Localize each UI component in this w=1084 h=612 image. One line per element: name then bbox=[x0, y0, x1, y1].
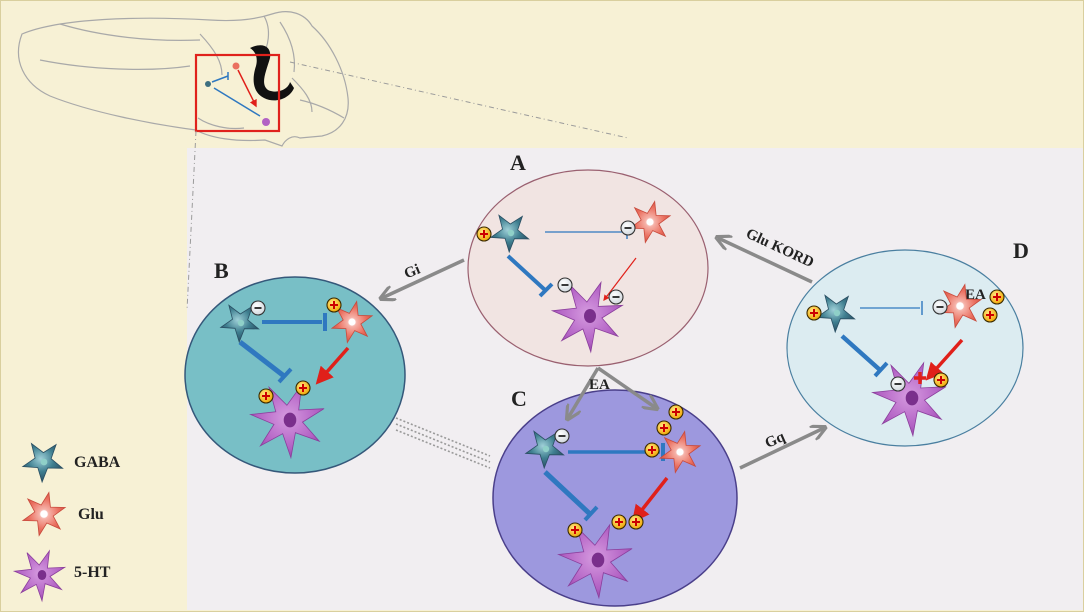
panel-a-gaba-neuron bbox=[489, 214, 530, 254]
panel-b-label: B bbox=[214, 258, 229, 283]
panel-d-5ht-plus-red bbox=[914, 372, 926, 384]
panel-c-glu-plus-1 bbox=[668, 404, 684, 420]
panel-c-5ht-plus-1 bbox=[567, 522, 583, 538]
panel-a-gaba-plus bbox=[476, 226, 492, 242]
panel-d-gaba-neuron bbox=[815, 294, 856, 334]
panel-d-5ht-minus bbox=[890, 376, 906, 392]
legend-glu-label: Glu bbox=[78, 506, 104, 523]
panel-b-glu-plus bbox=[326, 297, 342, 313]
highlight-box bbox=[194, 53, 281, 133]
panel-c-glu-plus-3 bbox=[644, 442, 660, 458]
arrow-a-to-c-label: EA bbox=[589, 377, 610, 393]
panel-b-gaba-minus bbox=[250, 300, 266, 316]
panel-c-label: C bbox=[511, 386, 527, 411]
b-c-connection bbox=[395, 417, 491, 469]
panel-c-5ht-plus-2 bbox=[611, 514, 627, 530]
panel-d-glu-plus-2 bbox=[982, 307, 998, 323]
legend-gaba-icon bbox=[21, 442, 64, 484]
arrow-c-to-d bbox=[739, 428, 824, 470]
panel-c-5ht-plus-3 bbox=[628, 514, 644, 530]
panel-a-label: A bbox=[510, 150, 526, 175]
panel-c-glu-plus-2 bbox=[656, 420, 672, 436]
panel-d-glu-plus-1 bbox=[989, 289, 1005, 305]
zoom-line-upper bbox=[289, 61, 629, 139]
arrow-a-to-c-right bbox=[597, 366, 656, 408]
panel-d-circuit bbox=[840, 301, 964, 381]
panel-d-5ht-neuron bbox=[871, 361, 947, 438]
legend-gaba-label: GABA bbox=[74, 454, 121, 471]
brain-sagittal-outline bbox=[17, 11, 349, 147]
panel-a-5ht-minus-2 bbox=[608, 289, 624, 305]
panel-c-gaba-neuron bbox=[524, 430, 565, 470]
panel-a-5ht-neuron bbox=[550, 280, 624, 354]
legend: GABA Glu 5-HT bbox=[74, 454, 121, 581]
panel-d-5ht-plus bbox=[933, 372, 949, 388]
panel-b-gaba-neuron bbox=[219, 304, 260, 344]
panel-b-glu-neuron bbox=[330, 300, 374, 344]
panel-d-label: D bbox=[1013, 238, 1029, 263]
panel-c-gaba-minus bbox=[554, 428, 570, 444]
panel-b-circle bbox=[184, 276, 406, 474]
panel-b-5ht-plus-2 bbox=[295, 380, 311, 396]
arrow-a-to-b-label: Gi bbox=[402, 262, 423, 283]
arrow-a-to-b bbox=[382, 258, 465, 298]
panel-b-5ht-plus-1 bbox=[258, 388, 274, 404]
hippocampus-region bbox=[250, 45, 294, 101]
panel-c-circuit bbox=[543, 443, 669, 523]
panel-d-glu-minus bbox=[932, 299, 948, 315]
legend-glu-icon bbox=[21, 491, 67, 537]
panel-d-circle bbox=[786, 249, 1024, 447]
inset-circuit bbox=[205, 62, 270, 126]
panel-d-gaba-plus bbox=[806, 305, 822, 321]
panel-b-circuit bbox=[238, 313, 350, 385]
panel-c-glu-neuron bbox=[658, 430, 702, 474]
arrow-d-to-a bbox=[718, 238, 813, 284]
panel-a-circuit bbox=[506, 225, 637, 301]
neurons-layer bbox=[12, 200, 983, 603]
legend-5ht-label: 5-HT bbox=[74, 564, 111, 581]
legend-5ht-icon bbox=[12, 549, 67, 603]
arrow-c-to-d-label: Gq bbox=[763, 429, 788, 452]
arrow-a-to-c-left bbox=[568, 367, 600, 418]
panel-a-5ht-minus-1 bbox=[557, 277, 573, 293]
signs-layer bbox=[250, 220, 1005, 538]
panel-a-glu-minus bbox=[620, 220, 636, 236]
